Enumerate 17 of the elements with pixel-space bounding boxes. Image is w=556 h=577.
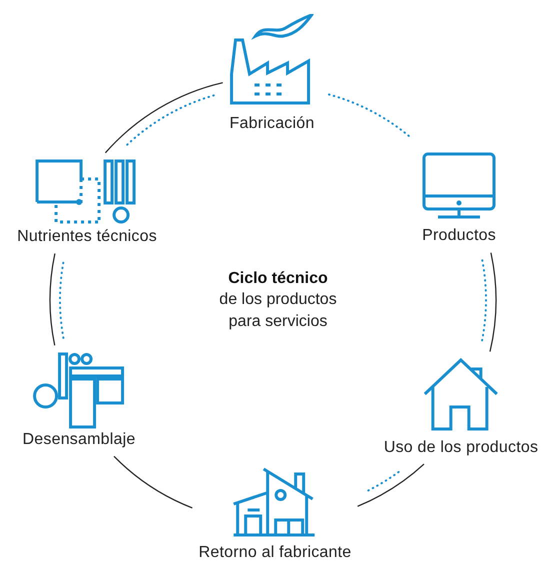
arc-line (489, 252, 497, 352)
title: Ciclo técnico (228, 269, 328, 289)
node-label: Retorno al fabricante (198, 543, 352, 563)
node-label: Fabricación (230, 114, 314, 134)
dotted-arc (328, 94, 412, 138)
arc-line (114, 456, 193, 508)
node-label: Uso de los productos (384, 438, 538, 458)
node-label: Desensamblaje (22, 430, 136, 450)
arc-line (357, 464, 424, 507)
dotted-arc (364, 471, 400, 493)
subtitle: de los productos para servicios (218, 290, 338, 332)
arc-line (104, 82, 223, 154)
dotted-arc (126, 94, 216, 146)
node-label: Nutrientes técnicos (17, 227, 157, 247)
arc-line (49, 253, 56, 346)
node-label: Productos (422, 226, 496, 246)
dotted-arc (59, 260, 65, 339)
